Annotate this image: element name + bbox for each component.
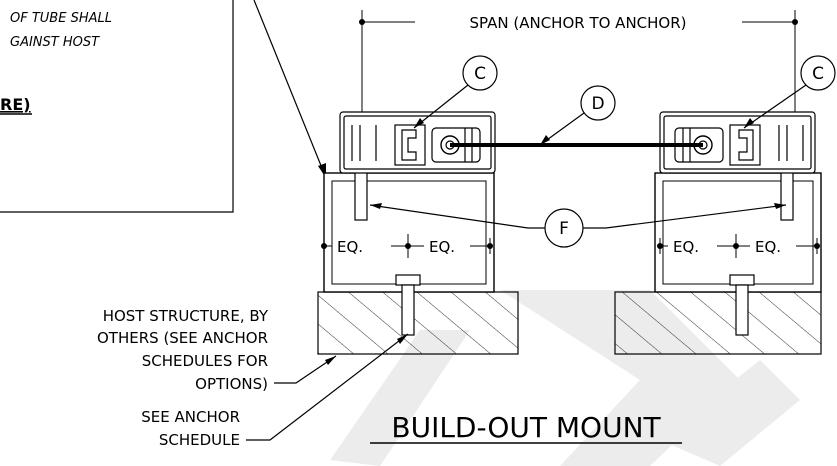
svg-text:D: D	[591, 94, 604, 114]
note-heading: RE)	[0, 95, 31, 114]
note-line-1: OF TUBE SHALL	[10, 11, 112, 26]
svg-text:C: C	[474, 64, 486, 84]
eq-label: EQ.	[429, 238, 455, 256]
note-line-2: GAINST HOST	[10, 35, 100, 50]
eq-label: EQ.	[755, 238, 781, 256]
note-leader	[253, 0, 327, 179]
extrusion-right	[659, 111, 816, 174]
callout-c-right: C	[743, 55, 836, 129]
span-label: SPAN (ANCHOR TO ANCHOR)	[470, 14, 687, 32]
eq-label: EQ.	[337, 238, 363, 256]
svg-text:F: F	[559, 219, 569, 239]
callout-c-left: C	[413, 55, 498, 129]
svg-text:SEE ANCHOR: SEE ANCHOR	[141, 408, 240, 426]
svg-text:C: C	[812, 64, 824, 84]
svg-text:SCHEDULE: SCHEDULE	[159, 431, 240, 449]
extrusion-left	[339, 111, 496, 174]
eq-dimension-right: EQ. EQ.	[657, 234, 820, 258]
anchor-schedule-label: SEE ANCHOR SCHEDULE	[141, 333, 409, 449]
host-structure-left	[317, 291, 519, 355]
svg-text:OPTIONS): OPTIONS)	[195, 375, 268, 393]
host-structure-label: HOST STRUCTURE, BY OTHERS (SEE ANCHOR SC…	[97, 307, 337, 393]
eq-label: EQ.	[673, 238, 699, 256]
svg-text:HOST STRUCTURE, BY: HOST STRUCTURE, BY	[103, 307, 269, 325]
span-dimension: SPAN (ANCHOR TO ANCHOR)	[359, 10, 798, 170]
svg-text:OTHERS (SEE ANCHOR: OTHERS (SEE ANCHOR	[97, 329, 268, 347]
eq-dimension-left: EQ. EQ.	[321, 234, 493, 258]
callout-f: F	[369, 203, 787, 248]
host-structure-right	[614, 291, 822, 355]
svg-text:SCHEDULES FOR: SCHEDULES FOR	[142, 352, 268, 370]
diagram-title: BUILD-OUT MOUNT	[391, 411, 661, 444]
note-box: OF TUBE SHALL GAINST HOST RE)	[0, 0, 234, 213]
tube-left	[323, 159, 495, 336]
callout-d: D	[539, 85, 616, 146]
